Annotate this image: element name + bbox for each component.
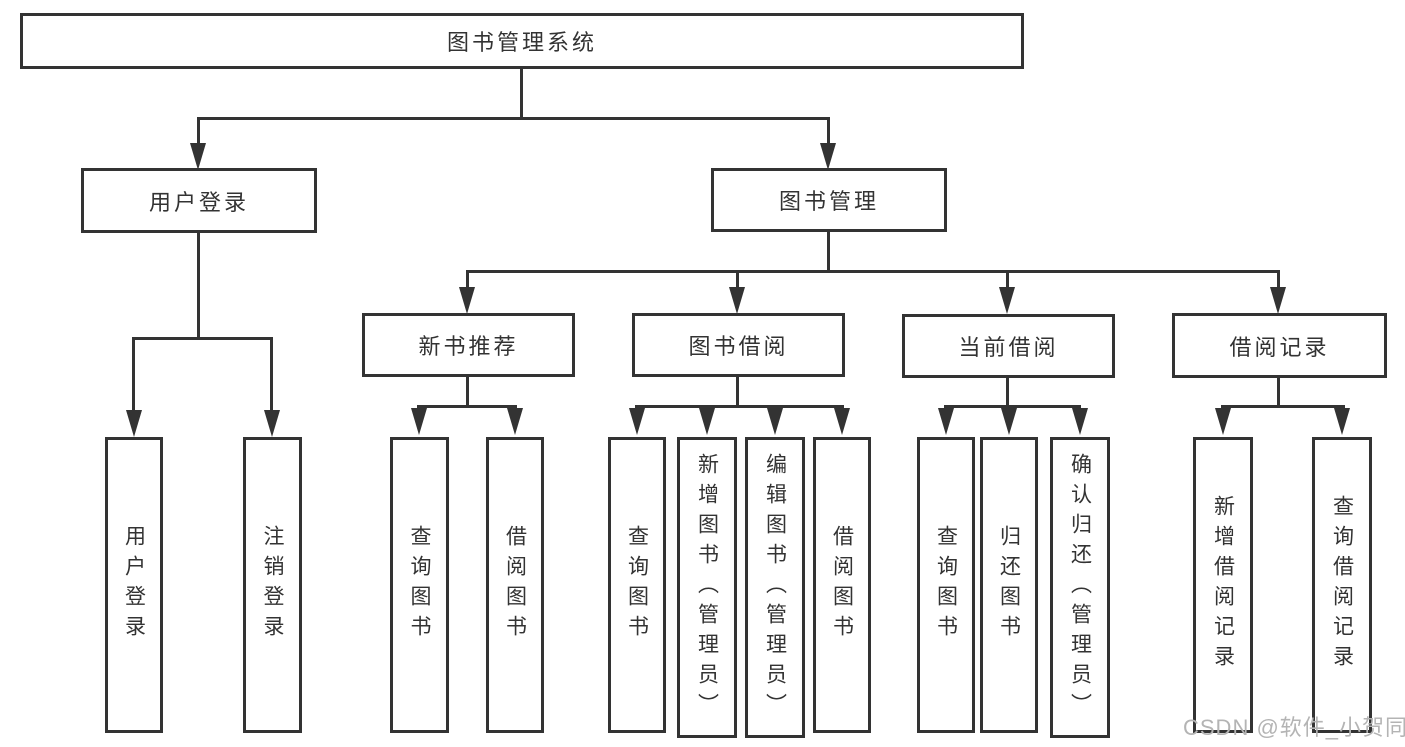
arrow-down-icon [1215,408,1231,435]
connector-line [520,69,523,117]
arrow-down-icon [1270,287,1286,314]
node-leaf-add-books-admin: 新增图书（管理员） [677,437,737,738]
node-leaf-query-borrow-record: 查询借阅记录 [1312,437,1372,733]
connector-line [197,117,200,145]
leaf-label: 注销登录 [261,525,284,645]
connector-line [1221,405,1345,408]
arrow-down-icon [126,410,142,437]
connector-line [197,117,830,120]
leaf-label: 新增借阅记录 [1211,495,1235,675]
node-leaf-edit-books-admin: 编辑图书（管理员） [745,437,805,738]
arrow-down-icon [459,287,475,314]
connector-line [736,270,739,288]
node-leaf-confirm-return-admin: 确认归还（管理员） [1050,437,1110,738]
connector-line [827,117,830,145]
node-user-login: 用户登录 [81,168,317,233]
leaf-label: 查询借阅记录 [1330,495,1354,675]
connector-line [270,337,273,413]
connector-line [1277,270,1280,288]
node-leaf-add-borrow-record: 新增借阅记录 [1193,437,1253,733]
arrow-down-icon [767,408,783,435]
node-book-management: 图书管理 [711,168,947,232]
node-leaf-user-login: 用户登录 [105,437,163,733]
arrow-down-icon [938,408,954,435]
arrow-down-icon [820,143,836,170]
connector-line [827,232,830,270]
arrow-down-icon [834,408,850,435]
node-leaf-query-books: 查询图书 [917,437,975,733]
connector-line [736,377,739,406]
leaf-label: 查询图书 [934,525,958,645]
arrow-down-icon [1001,408,1017,435]
node-leaf-return-books: 归还图书 [980,437,1038,733]
leaf-label: 借阅图书 [503,525,527,645]
node-leaf-logout: 注销登录 [243,437,302,733]
csdn-watermark: CSDN @软件_小贺同学 [1183,715,1405,740]
node-new-book-recommend: 新书推荐 [362,313,575,377]
connector-line [466,270,469,288]
leaf-label: 用户登录 [122,525,146,645]
leaf-label: 归还图书 [997,525,1021,645]
leaf-label: 借阅图书 [830,525,854,645]
arrow-down-icon [629,408,645,435]
arrow-down-icon [264,410,280,437]
connector-line [1277,378,1280,406]
connector-line [466,270,1280,273]
node-book-borrow: 图书借阅 [632,313,845,377]
node-leaf-query-books: 查询图书 [608,437,666,733]
node-leaf-query-books: 查询图书 [390,437,449,733]
node-library-management-system: 图书管理系统 [20,13,1024,69]
connector-line [417,405,517,408]
connector-line [132,337,135,413]
node-current-borrow: 当前借阅 [902,314,1115,378]
arrow-down-icon [729,287,745,314]
connector-line [1006,270,1009,288]
connector-line [197,233,200,337]
connector-line [466,377,469,406]
arrow-down-icon [507,408,523,435]
arrow-down-icon [699,408,715,435]
connector-line [635,405,844,408]
leaf-label: 编辑图书（管理员） [763,452,787,723]
arrow-down-icon [999,287,1015,314]
arrow-down-icon [190,143,206,170]
connector-line [1006,378,1009,406]
leaf-label: 查询图书 [625,525,649,645]
node-borrow-records: 借阅记录 [1172,313,1387,378]
leaf-label: 查询图书 [408,525,431,645]
arrow-down-icon [1334,408,1350,435]
connector-line [944,405,1081,408]
leaf-label: 确认归还（管理员） [1068,452,1092,723]
leaf-label: 新增图书（管理员） [695,452,719,723]
connector-line [132,337,273,340]
arrow-down-icon [411,408,427,435]
node-leaf-borrow-books: 借阅图书 [813,437,871,733]
arrow-down-icon [1072,408,1088,435]
node-leaf-borrow-books: 借阅图书 [486,437,544,733]
